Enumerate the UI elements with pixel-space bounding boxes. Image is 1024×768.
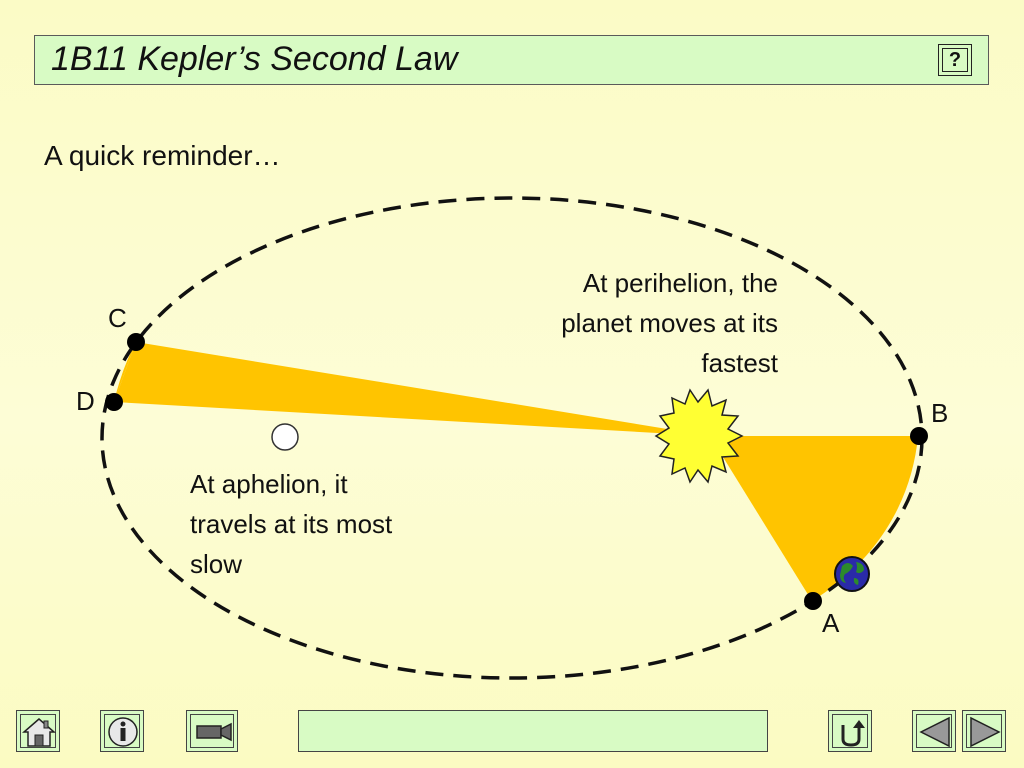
subtitle: A quick reminder… xyxy=(44,140,281,171)
aphelion-note-line-3: slow xyxy=(190,549,243,579)
swept-area-aphelion-arc xyxy=(114,342,136,402)
empty-focus xyxy=(271,423,299,451)
status-box xyxy=(298,710,768,752)
question-mark-icon: ? xyxy=(942,48,968,72)
point-c-label: C xyxy=(108,303,127,333)
title-bar: 1B11 Kepler’s Second Law ? xyxy=(34,35,989,85)
swept-area-aphelion xyxy=(114,342,710,436)
help-button[interactable]: ? xyxy=(938,44,972,76)
point-d-dot xyxy=(105,393,123,411)
return-arrow-icon xyxy=(841,720,865,747)
point-a-dot xyxy=(804,592,822,610)
video-button[interactable] xyxy=(186,710,238,752)
info-button[interactable] xyxy=(100,710,144,752)
previous-button[interactable] xyxy=(912,710,956,752)
point-a-label: A xyxy=(822,608,840,638)
house-icon xyxy=(21,718,57,747)
home-button[interactable] xyxy=(16,710,60,752)
sun-icon xyxy=(654,388,744,484)
perihelion-note-line-3: fastest xyxy=(701,348,778,378)
swept-area-perihelion xyxy=(710,436,918,601)
aphelion-note-line-1: At aphelion, it xyxy=(190,469,348,499)
aphelion-note-line-2: travels at its most xyxy=(190,509,393,539)
return-button[interactable] xyxy=(828,710,872,752)
aphelion-note: At aphelion, it travels at its most slow xyxy=(190,464,490,584)
point-b-label: B xyxy=(931,398,949,428)
info-icon xyxy=(108,717,138,747)
perihelion-note-line-1: At perihelion, the xyxy=(582,268,778,298)
point-d-label: D xyxy=(76,386,95,416)
next-button[interactable] xyxy=(962,710,1006,752)
perihelion-note-line-2: planet moves at its xyxy=(561,308,778,338)
video-camera-icon xyxy=(196,722,232,742)
page-title: 1B11 Kepler’s Second Law xyxy=(51,40,458,78)
point-b-dot xyxy=(910,427,928,445)
point-c-dot xyxy=(127,333,145,351)
planet-earth-icon xyxy=(834,556,870,592)
triangle-right-icon xyxy=(970,716,1001,748)
help-button-label: ? xyxy=(948,48,962,71)
triangle-left-icon xyxy=(919,716,950,748)
perihelion-note: At perihelion, the planet moves at its f… xyxy=(468,263,778,383)
